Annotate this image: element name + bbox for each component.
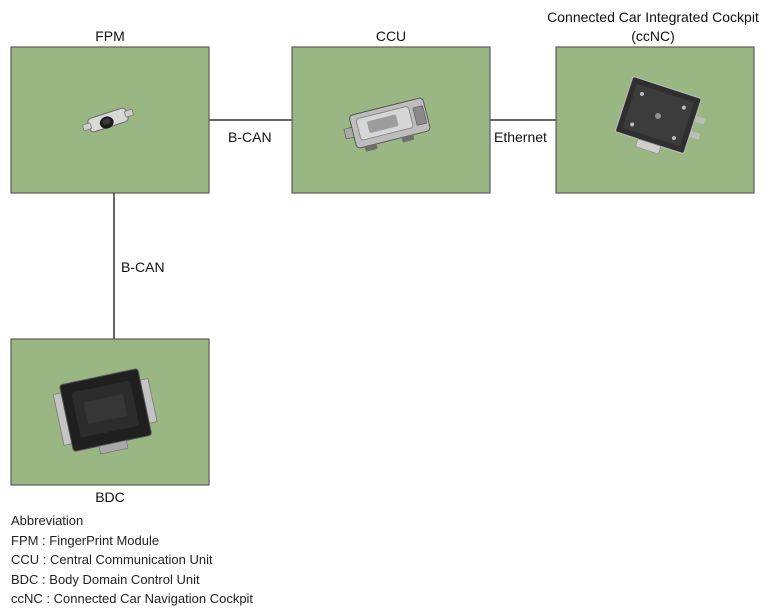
module-bdc-label: BDC	[95, 489, 125, 505]
abbreviation-item-ccu: CCU : Central Communication Unit	[11, 552, 213, 567]
abbreviation-item-ccnc: ccNC : Connected Car Navigation Cockpit	[11, 591, 254, 606]
module-fpm: FPM	[10, 28, 210, 194]
ccu-unit-icon	[343, 97, 431, 152]
module-ccnc-label-line1: Connected Car Integrated Cockpit	[547, 9, 759, 25]
module-ccnc: Connected Car Integrated Cockpit (ccNC)	[547, 9, 759, 194]
abbreviation-item-fpm: FPM : FingerPrint Module	[11, 532, 160, 548]
bus-label-ccu-ccnc: Ethernet	[494, 129, 547, 145]
module-ccnc-label-line2: (ccNC)	[631, 28, 675, 44]
abbreviation-list: Abbreviation FPM : FingerPrint Module CC…	[11, 511, 371, 609]
module-bdc: BDC	[10, 338, 210, 505]
module-fpm-label: FPM	[95, 28, 125, 44]
bus-label-fpm-ccu: B-CAN	[228, 129, 272, 145]
fingerprint-sensor-icon	[82, 107, 134, 133]
abbreviation-item-bdc: BDC : Body Domain Control Unit	[11, 571, 200, 587]
bus-label-fpm-bdc: B-CAN	[121, 259, 165, 275]
bdc-unit-icon	[52, 368, 158, 455]
module-ccu: CCU	[291, 28, 491, 194]
module-ccu-label: CCU	[376, 28, 406, 44]
abbreviation-title: Abbreviation	[11, 513, 84, 528]
ccnc-unit-icon	[615, 76, 706, 155]
